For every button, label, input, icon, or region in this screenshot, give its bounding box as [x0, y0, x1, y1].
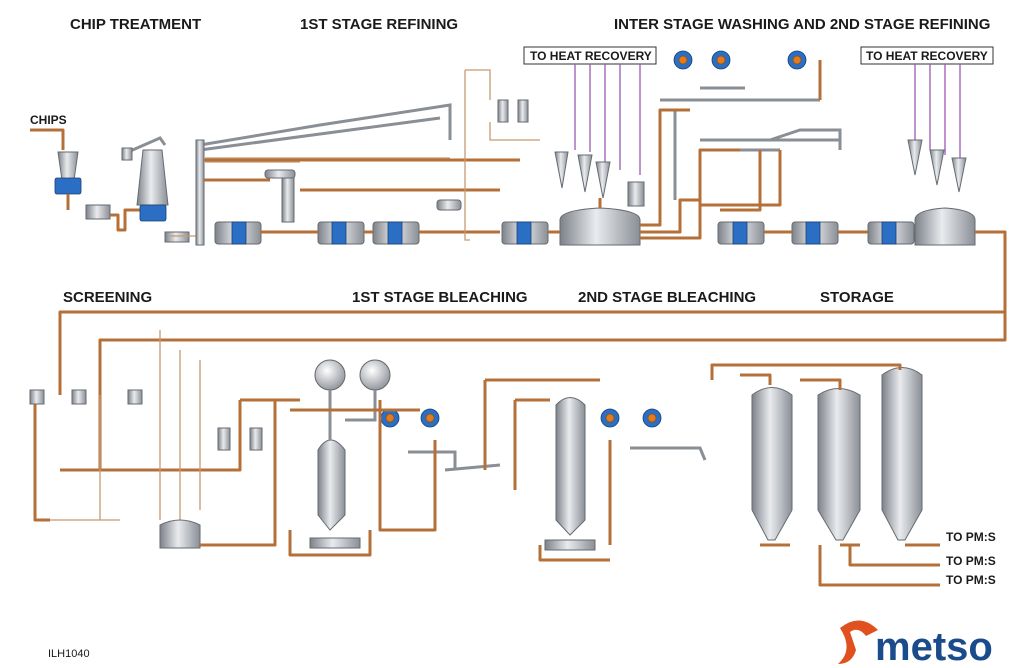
heat-recovery-box-1: TO HEAT RECOVERY — [523, 46, 657, 65]
section-chip-treatment: CHIP TREATMENT — [70, 16, 201, 33]
section-screening: SCREENING — [63, 289, 152, 306]
screening-equipment — [29, 240, 1007, 549]
metso-logo: metso — [838, 620, 993, 668]
drawing-id: ILH1040 — [48, 648, 90, 660]
metso-logo-mark — [838, 620, 878, 664]
section-first-stage-bleaching: 1ST STAGE BLEACHING — [352, 289, 528, 306]
chip-treatment-equipment — [30, 128, 200, 243]
heat-recovery-box-2: TO HEAT RECOVERY — [860, 46, 994, 65]
section-inter-stage: INTER STAGE WASHING AND 2ND STAGE REFINI… — [614, 16, 990, 33]
inter-stage-equipment — [98, 50, 1007, 472]
section-first-stage-refining: 1ST STAGE REFINING — [300, 16, 458, 33]
section-second-stage-bleaching: 2ND STAGE BLEACHING — [578, 289, 756, 306]
heat-recovery-label-1: TO HEAT RECOVERY — [530, 49, 652, 63]
chips-label: CHIPS — [30, 113, 67, 127]
metso-logo-text: metso — [875, 625, 993, 668]
heat-recovery-label-2: TO HEAT RECOVERY — [866, 49, 988, 63]
first-stage-refining-equipment — [195, 103, 520, 246]
storage-towers — [710, 363, 940, 587]
to-pm-label-3: TO PM:S — [946, 573, 996, 587]
steam-lines — [574, 64, 961, 175]
to-pm-label-1: TO PM:S — [946, 530, 996, 544]
first-stage-bleaching-equipment — [288, 359, 501, 557]
to-pm-label-2: TO PM:S — [946, 554, 996, 568]
second-stage-bleaching-equipment — [483, 378, 707, 562]
section-storage: STORAGE — [820, 289, 894, 306]
